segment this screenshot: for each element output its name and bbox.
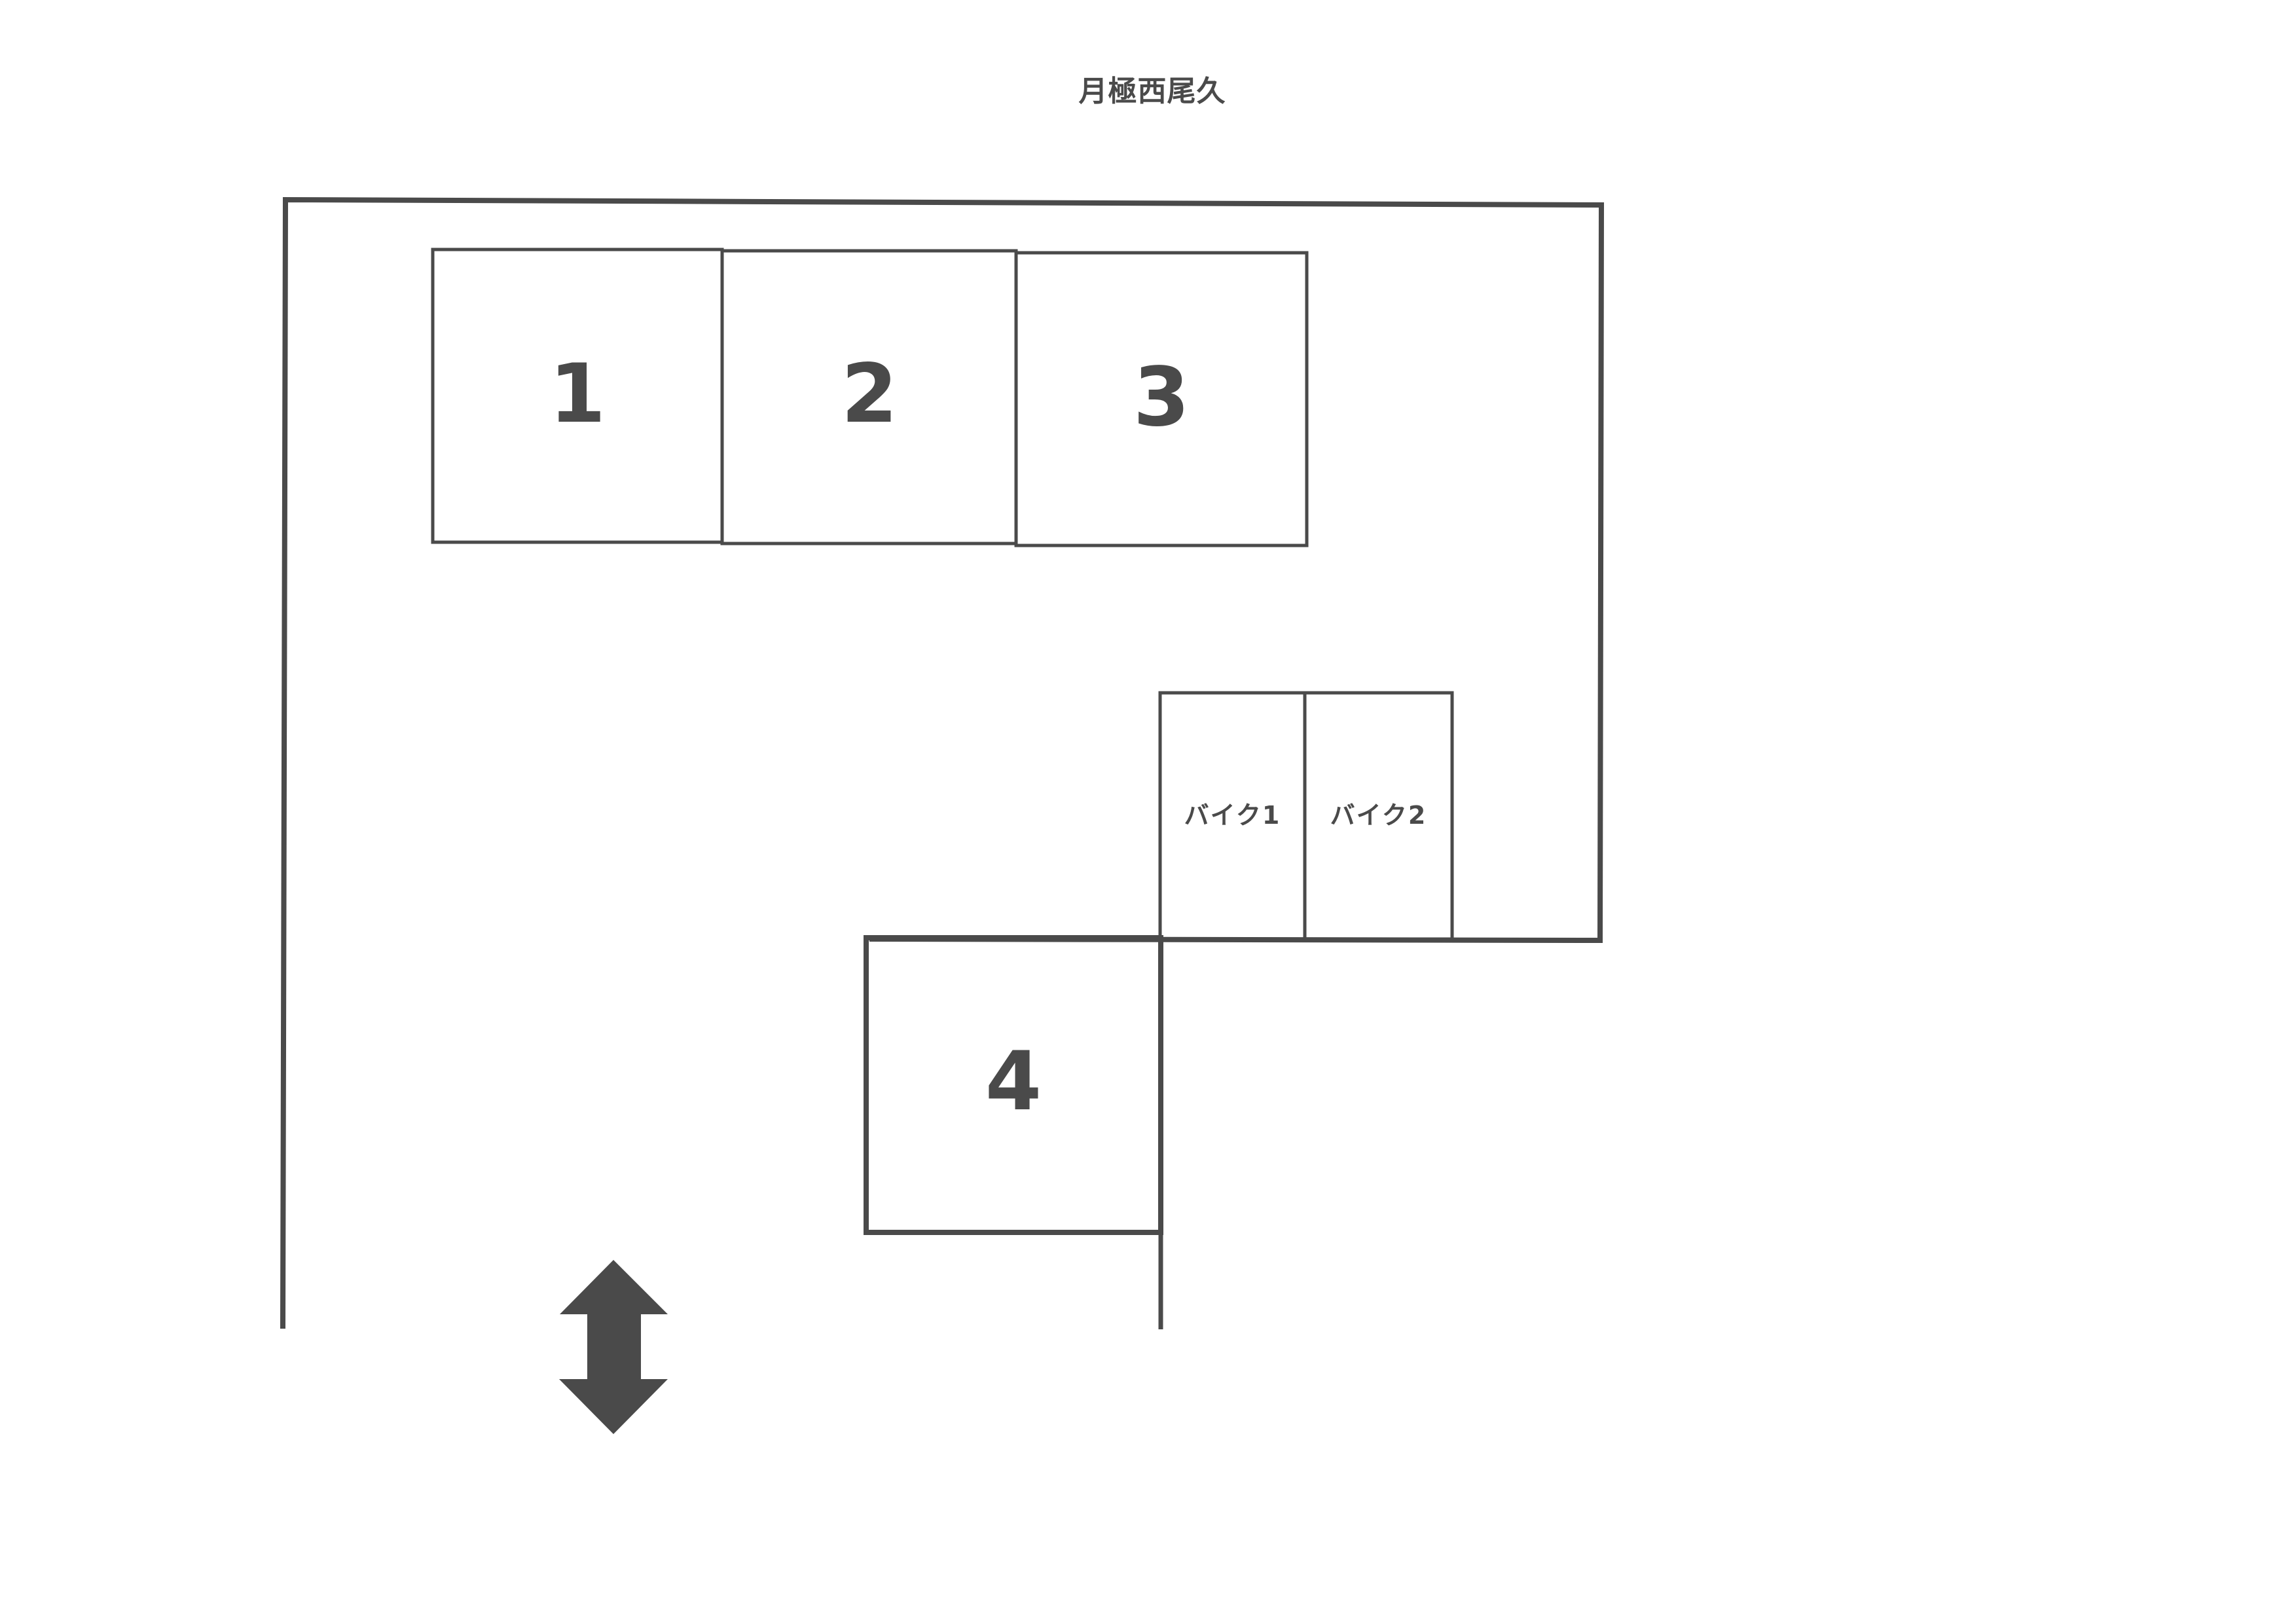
parking-space-2-label: 2 — [841, 347, 898, 441]
page-title: 月極西尾久 — [1078, 75, 1226, 108]
entrance-double-arrow-icon — [559, 1260, 668, 1434]
parking-space-1-label: 1 — [549, 347, 606, 441]
parking-space-3-label: 3 — [1133, 350, 1190, 445]
bike-space-2-label: バイク2 — [1330, 801, 1427, 830]
parking-space-4-label: 4 — [985, 1035, 1042, 1129]
bike-space-2[interactable] — [1303, 691, 1454, 941]
parking-space-3[interactable] — [1014, 251, 1309, 547]
car-spaces-row — [431, 248, 1309, 547]
bike-space-1-label: バイク1 — [1184, 801, 1281, 830]
lot-boundary — [280, 196, 1605, 1329]
bike-spaces — [1158, 691, 1454, 941]
lot-boundary-outline — [280, 196, 1605, 1329]
car-space-4-group — [864, 935, 1163, 1329]
